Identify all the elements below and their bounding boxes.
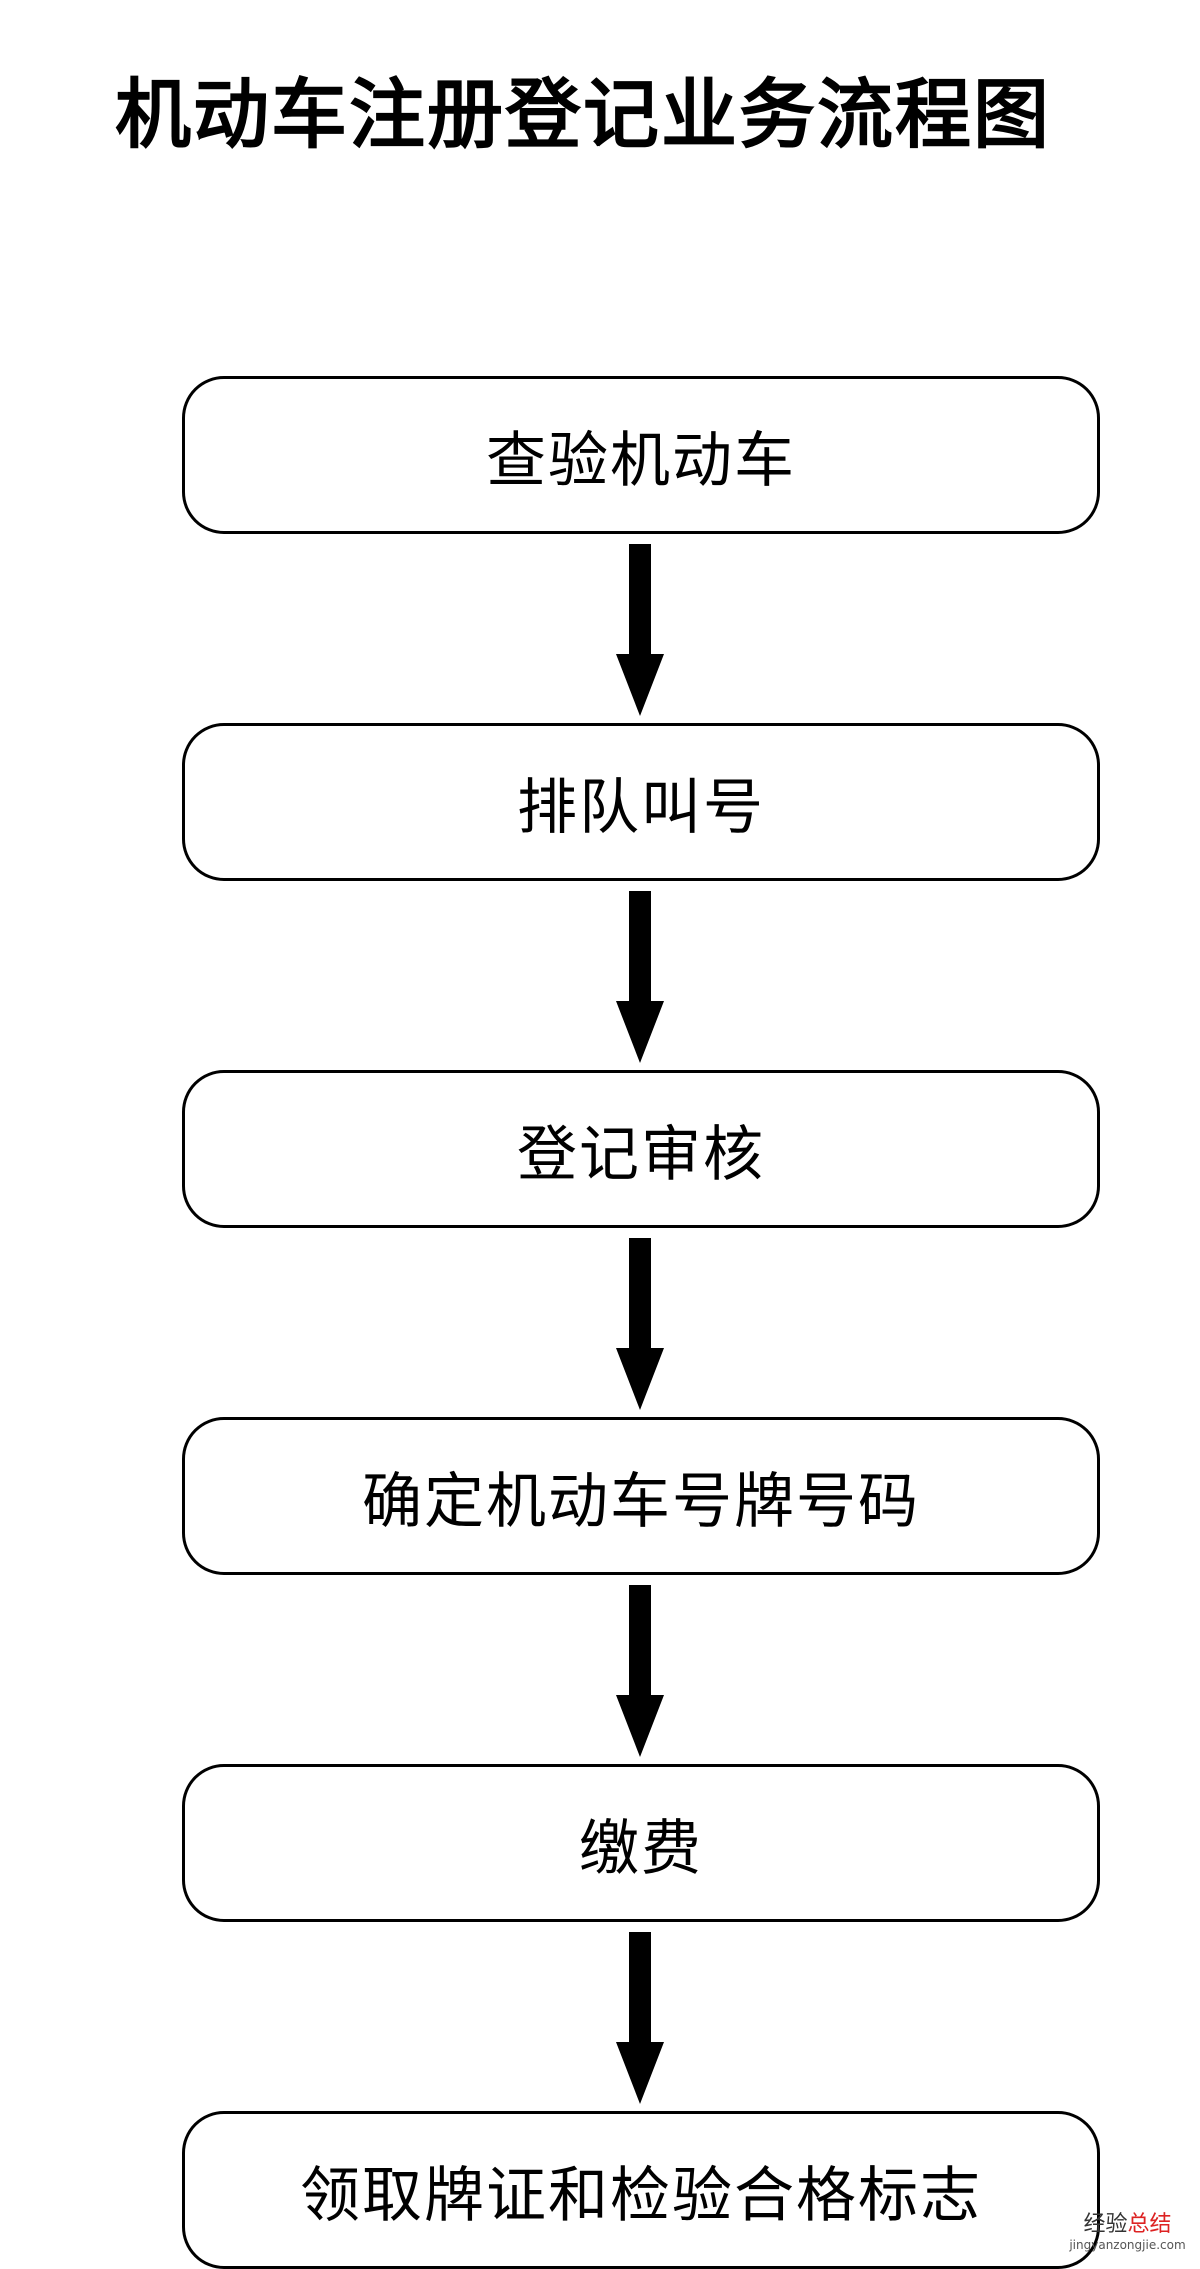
arrow-down-icon (616, 1238, 664, 1410)
step-box-3: 登记审核 (182, 1070, 1100, 1228)
step-box-2: 排队叫号 (182, 723, 1100, 881)
step-box-5: 缴费 (182, 1764, 1100, 1922)
arrow-down-icon (616, 891, 664, 1063)
watermark-domain: jingyanzongjie.com (1069, 2238, 1186, 2252)
watermark: 经验总结 jingyanzongjie.com (1065, 2212, 1190, 2252)
step-label: 排队叫号 (517, 772, 765, 843)
step-box-6: 领取牌证和检验合格标志 (182, 2111, 1100, 2269)
step-label: 查验机动车 (486, 425, 796, 496)
arrow-down-icon (616, 1585, 664, 1757)
step-label: 确定机动车号牌号码 (362, 1466, 920, 1537)
step-label: 登记审核 (517, 1119, 765, 1190)
step-box-4: 确定机动车号牌号码 (182, 1417, 1100, 1575)
arrow-down-icon (616, 544, 664, 716)
page-title: 机动车注册登记业务流程图 (115, 70, 1051, 159)
step-label: 领取牌证和检验合格标志 (300, 2160, 982, 2231)
arrow-down-icon (616, 1932, 664, 2104)
step-box-1: 查验机动车 (182, 376, 1100, 534)
step-label: 缴费 (579, 1813, 703, 1884)
watermark-logo: 经验总结 (1083, 2212, 1172, 2237)
